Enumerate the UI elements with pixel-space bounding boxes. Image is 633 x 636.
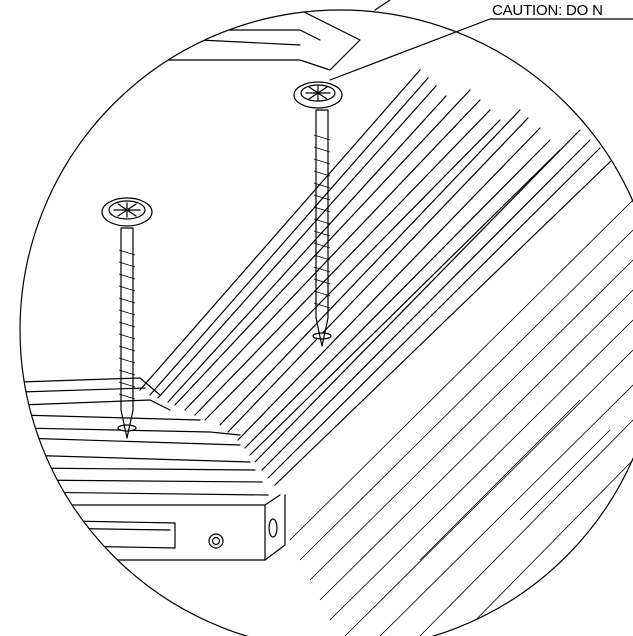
top-frame-block [119, 10, 361, 71]
sill-fixing-hole [208, 533, 224, 549]
detail-circle-content [20, 10, 633, 636]
panel-hatching [289, 199, 633, 636]
callout-caution-text: CAUTION: DO N [492, 2, 603, 19]
screw-left [101, 197, 153, 439]
sill-side-hole [268, 518, 278, 538]
frame-rail-group-upper [139, 69, 501, 421]
frame-rail-group-lower [219, 109, 613, 486]
callout-leader [329, 0, 633, 81]
detail-circle-outline [19, 9, 633, 636]
screw-right [293, 81, 343, 347]
sill-profile [20, 377, 286, 561]
